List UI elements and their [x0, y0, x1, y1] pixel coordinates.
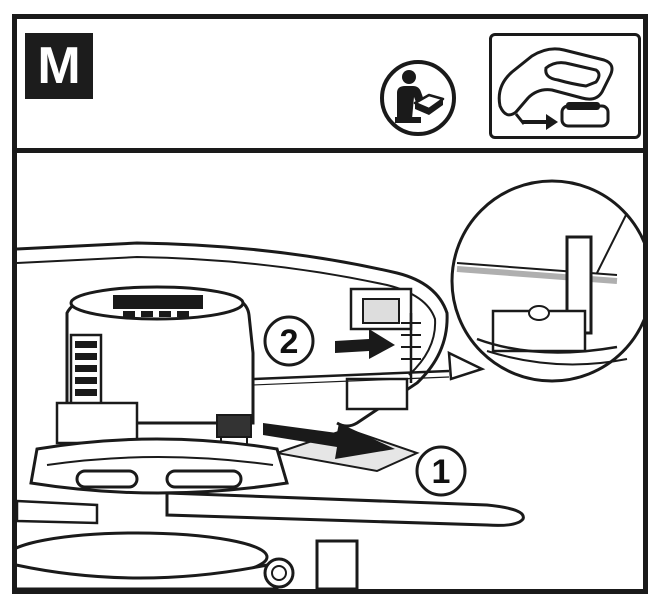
panel-header: M: [17, 19, 643, 153]
read-manual-icon: [380, 60, 456, 136]
battery-removal-panel: [489, 33, 641, 139]
remove-battery-icon: [497, 47, 614, 130]
callout-label-1: 1: [432, 453, 451, 491]
step-letter-badge: M: [25, 33, 93, 99]
instruction-panel: M: [12, 14, 648, 594]
arrow-2: [335, 329, 395, 359]
callout-1-circle: [415, 445, 467, 497]
callout-label-2: 2: [280, 323, 299, 361]
callout-2-circle: [263, 315, 315, 367]
arrow-1: [263, 423, 395, 459]
trimmer-head-illustration: 2 1: [17, 179, 643, 589]
